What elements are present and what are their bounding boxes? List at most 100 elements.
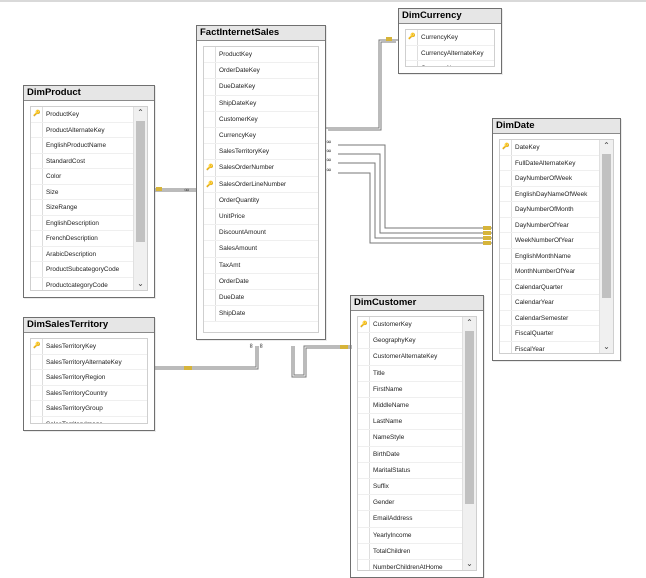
- row-selector[interactable]: [204, 257, 216, 274]
- column-row[interactable]: ShipDateKey: [204, 95, 318, 112]
- row-selector[interactable]: [406, 30, 418, 46]
- column-row[interactable]: 🔑DateKey: [500, 140, 600, 156]
- row-selector[interactable]: [31, 215, 43, 231]
- row-selector[interactable]: [500, 295, 512, 311]
- vertical-scrollbar[interactable]: ⌃⌄: [462, 317, 476, 570]
- column-row[interactable]: SalesTerritoryKey: [204, 144, 318, 161]
- column-row[interactable]: SalesTerritoryImage: [31, 416, 147, 423]
- row-selector[interactable]: [500, 279, 512, 295]
- column-row[interactable]: 🔑SalesOrderLineNumber: [204, 176, 318, 193]
- column-row[interactable]: DayNumberOfYear: [500, 217, 600, 233]
- column-row[interactable]: EnglishDayNameOfWeek: [500, 186, 600, 202]
- column-row[interactable]: TaxAmt: [204, 257, 318, 274]
- row-selector[interactable]: [500, 217, 512, 233]
- row-selector[interactable]: [500, 155, 512, 171]
- row-selector[interactable]: [31, 339, 43, 355]
- row-selector[interactable]: [406, 61, 418, 66]
- row-selector[interactable]: [31, 416, 43, 423]
- row-selector[interactable]: [31, 200, 43, 216]
- column-row[interactable]: OrderDateKey: [204, 63, 318, 80]
- column-row[interactable]: CurrencyKey: [204, 128, 318, 145]
- relationship-date-1[interactable]: [338, 144, 492, 229]
- row-selector[interactable]: [358, 462, 370, 479]
- column-row[interactable]: CustomerAlternateKey: [358, 349, 463, 366]
- chevron-up-icon[interactable]: ⌃: [603, 141, 610, 150]
- column-row[interactable]: EnglishDescription: [31, 215, 134, 231]
- row-selector[interactable]: [358, 511, 370, 528]
- row-selector[interactable]: [204, 273, 216, 290]
- column-row[interactable]: EnglishProductName: [31, 138, 134, 154]
- column-row[interactable]: EnglishMonthName: [500, 248, 600, 264]
- row-selector[interactable]: [204, 306, 216, 323]
- column-row[interactable]: FirstName: [358, 381, 463, 398]
- row-selector[interactable]: [204, 209, 216, 226]
- table-title[interactable]: DimDate: [493, 119, 620, 134]
- relationship-currency[interactable]: [326, 39, 398, 129]
- column-row[interactable]: Gender: [358, 495, 463, 512]
- column-row[interactable]: NameStyle: [358, 430, 463, 447]
- column-row[interactable]: DiscountAmount: [204, 225, 318, 242]
- table-title[interactable]: FactInternetSales: [197, 26, 325, 41]
- column-row[interactable]: ProductKey: [204, 47, 318, 64]
- row-selector[interactable]: [31, 231, 43, 247]
- column-row[interactable]: 🔑ProductKey: [31, 107, 134, 123]
- column-row[interactable]: DueDate: [204, 290, 318, 307]
- row-selector[interactable]: [406, 45, 418, 61]
- row-selector[interactable]: [204, 225, 216, 242]
- row-selector[interactable]: [204, 290, 216, 307]
- column-row[interactable]: CalendarYear: [500, 295, 600, 311]
- row-selector[interactable]: [358, 414, 370, 431]
- column-row[interactable]: YearlyIncome: [358, 527, 463, 544]
- column-row[interactable]: CurrencyName: [406, 61, 494, 66]
- row-selector[interactable]: [31, 370, 43, 386]
- row-selector[interactable]: [358, 381, 370, 398]
- column-row[interactable]: SizeRange: [31, 200, 134, 216]
- column-row[interactable]: EmailAddress: [358, 511, 463, 528]
- column-row[interactable]: CalendarSemester: [500, 310, 600, 326]
- row-selector[interactable]: [358, 349, 370, 366]
- column-row[interactable]: ProductAlternateKey: [31, 122, 134, 138]
- table-title[interactable]: DimCurrency: [399, 9, 501, 24]
- column-row[interactable]: OrderDate: [204, 273, 318, 290]
- column-row[interactable]: Suffix: [358, 479, 463, 496]
- column-row[interactable]: 🔑SalesTerritoryKey: [31, 339, 147, 355]
- chevron-up-icon[interactable]: ⌃: [466, 318, 473, 327]
- row-selector[interactable]: [204, 63, 216, 80]
- column-row[interactable]: Color: [31, 169, 134, 185]
- column-row[interactable]: SalesTerritoryGroup: [31, 401, 147, 417]
- column-row[interactable]: ShipDate: [204, 306, 318, 323]
- row-selector[interactable]: [204, 160, 216, 177]
- row-selector[interactable]: [358, 365, 370, 382]
- table-title[interactable]: DimSalesTerritory: [24, 318, 154, 333]
- column-row[interactable]: CurrencyAlternateKey: [406, 45, 494, 61]
- column-row[interactable]: FrenchDescription: [31, 231, 134, 247]
- row-selector[interactable]: [500, 341, 512, 353]
- relationship-territory[interactable]: [155, 346, 257, 368]
- row-selector[interactable]: [204, 95, 216, 112]
- row-selector[interactable]: [358, 543, 370, 560]
- row-selector[interactable]: [31, 122, 43, 138]
- vertical-scrollbar[interactable]: ⌃⌄: [599, 140, 613, 353]
- row-selector[interactable]: [31, 401, 43, 417]
- row-selector[interactable]: [204, 79, 216, 96]
- column-row[interactable]: UnitPrice: [204, 209, 318, 226]
- column-row[interactable]: ProductSubcategoryCode: [31, 262, 134, 278]
- column-row[interactable]: 🔑CustomerKey: [358, 317, 463, 334]
- row-selector[interactable]: [358, 527, 370, 544]
- column-row[interactable]: DayNumberOfMonth: [500, 202, 600, 218]
- row-selector[interactable]: [204, 192, 216, 209]
- row-selector[interactable]: [31, 385, 43, 401]
- chevron-down-icon[interactable]: ⌄: [603, 342, 610, 351]
- column-row[interactable]: SalesTerritoryCountry: [31, 385, 147, 401]
- table-title[interactable]: DimProduct: [24, 86, 154, 101]
- column-row[interactable]: SalesTerritoryAlternateKey: [31, 354, 147, 370]
- row-selector[interactable]: [358, 317, 370, 334]
- column-row[interactable]: TotalChildren: [358, 543, 463, 560]
- column-row[interactable]: WeekNumberOfYear: [500, 233, 600, 249]
- row-selector[interactable]: [31, 354, 43, 370]
- column-row[interactable]: FullDateAlternateKey: [500, 155, 600, 171]
- row-selector[interactable]: [31, 169, 43, 185]
- row-selector[interactable]: [31, 277, 43, 290]
